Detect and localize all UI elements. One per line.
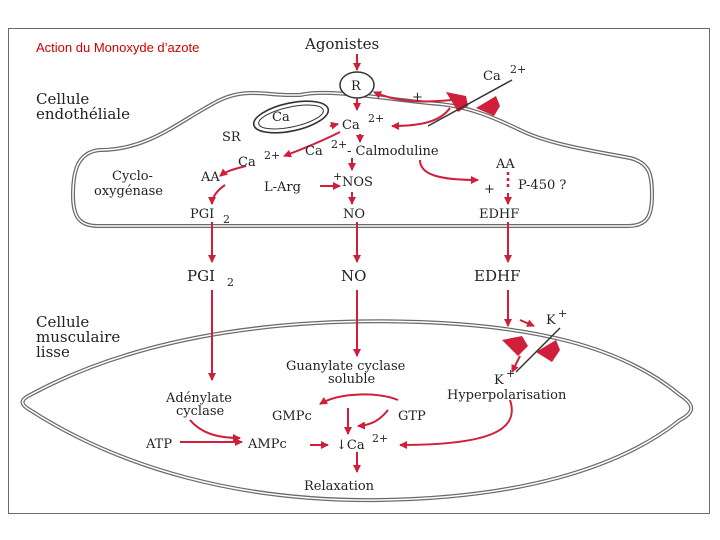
label-ampc: AMPc bbox=[247, 437, 287, 452]
label-cyclase: cyclase bbox=[176, 404, 224, 419]
label-ca-cytosol: Ca bbox=[342, 118, 360, 133]
label-relaxation: Relaxation bbox=[304, 479, 375, 494]
label-cellule-endo: Cellule bbox=[36, 90, 89, 108]
diagram-title: Action du Monoxyde d’azote bbox=[36, 40, 199, 55]
label-guanylate-cyclase: Guanylate cyclase bbox=[286, 359, 406, 374]
label-hyperpolarisation: Hyperpolarisation bbox=[447, 388, 567, 403]
label-gmpc: GMPc bbox=[272, 409, 312, 424]
label-l-arg: L-Arg bbox=[264, 180, 301, 195]
label-ca-decrease-sup: 2+ bbox=[372, 432, 388, 445]
calcium-channel-icon bbox=[427, 79, 513, 127]
label-k-top: K bbox=[546, 313, 556, 328]
label-plus-channel: + bbox=[412, 90, 423, 105]
label-oxygenase: oxygénase bbox=[94, 184, 163, 199]
label-k-top-sup: + bbox=[558, 307, 567, 320]
arrows bbox=[180, 54, 535, 473]
label-k-bottom-sup: + bbox=[506, 367, 515, 380]
sr-organelle bbox=[252, 100, 330, 134]
label-pgi-outside: PGI bbox=[187, 267, 215, 285]
label-cyclo: Cyclo- bbox=[112, 169, 153, 184]
label-sr: SR bbox=[222, 130, 242, 145]
label-soluble: soluble bbox=[328, 372, 376, 387]
label-lisse: lisse bbox=[36, 343, 70, 361]
label-no-outside: NO bbox=[341, 267, 366, 285]
label-k-bottom: K bbox=[494, 373, 504, 388]
label-agonistes: Agonistes bbox=[304, 35, 379, 53]
label-ca-aa: Ca bbox=[238, 155, 256, 170]
potassium-channel-icon bbox=[502, 327, 561, 373]
label-nos-plus: + bbox=[333, 170, 342, 183]
label-pgi-inside-sub: 2 bbox=[223, 213, 230, 226]
label-ca-decrease: ↓Ca bbox=[336, 438, 365, 453]
label-edhf-inside: EDHF bbox=[479, 207, 519, 222]
label-edhf-outside: EDHF bbox=[474, 267, 520, 285]
label-ca-cytosol-sup: 2+ bbox=[368, 112, 384, 125]
label-plus-p450: + bbox=[484, 182, 495, 197]
endothelial-cell-membrane bbox=[70, 90, 655, 228]
label-pgi-outside-sub: 2 bbox=[227, 276, 234, 289]
label-ca-calmod-sup: 2+ bbox=[331, 138, 347, 151]
label-atp: ATP bbox=[145, 437, 172, 452]
label-ca-calmod: Ca bbox=[305, 144, 323, 159]
label-ca-aa-sup: 2+ bbox=[264, 149, 280, 162]
label-aa-left: AA bbox=[200, 170, 220, 185]
label-cellule-muscle: Cellule bbox=[36, 313, 89, 331]
label-adenylate: Adénylate bbox=[165, 391, 232, 406]
label-ca-sr: Ca bbox=[272, 110, 290, 125]
label-musculaire: musculaire bbox=[36, 328, 120, 346]
sr-organelle-inner bbox=[258, 104, 324, 130]
label-no-inside: NO bbox=[343, 207, 365, 222]
label-pgi-inside: PGI bbox=[190, 207, 214, 222]
label-aa-right: AA bbox=[495, 157, 515, 172]
label-nos: NOS bbox=[342, 175, 373, 190]
label-receptor: R bbox=[351, 79, 362, 94]
label-calmoduline: - Calmoduline bbox=[347, 144, 439, 159]
label-endotheliale: endothéliale bbox=[36, 105, 130, 123]
label-gtp: GTP bbox=[398, 409, 426, 424]
label-p450: P-450 ? bbox=[518, 178, 566, 193]
smooth-muscle-cell-membrane bbox=[20, 319, 694, 503]
label-ca-extracellular: Ca bbox=[483, 69, 501, 84]
label-ca-extracellular-sup: 2+ bbox=[510, 63, 526, 76]
